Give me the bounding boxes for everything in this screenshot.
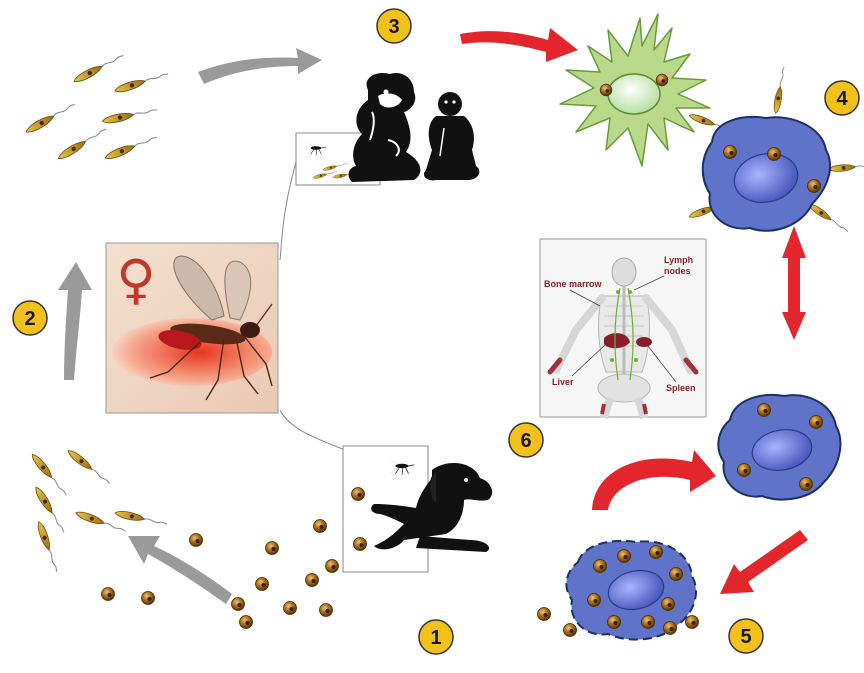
connector-line-lower: [280, 410, 345, 450]
stage-badge-6: 6: [509, 423, 543, 457]
red-arrow-diagonal: [720, 530, 808, 594]
macrophage-infected-middle: [718, 395, 840, 500]
stage-number-3: 3: [388, 16, 399, 38]
promastigote-group-top: [24, 52, 169, 162]
label-lymph-line1: Lymph: [664, 255, 693, 265]
red-arrow-curved: [592, 450, 716, 510]
label-bone-marrow: Bone marrow: [544, 279, 603, 289]
connector-line-upper: [280, 155, 298, 260]
sandfly-photo: ♀: [106, 243, 278, 413]
stage-badge-3: 3: [377, 9, 411, 43]
stage-badge-4: 4: [825, 81, 859, 115]
red-double-arrow: [782, 226, 806, 340]
label-lymph-line2: nodes: [664, 266, 691, 276]
label-spleen: Spleen: [666, 383, 696, 393]
stage-number-1: 1: [430, 627, 441, 649]
stage-badge-5: 5: [729, 619, 763, 653]
stage-badge-2: 2: [13, 301, 47, 335]
stage-badge-1: 1: [419, 620, 453, 654]
child-icon: [424, 92, 479, 180]
inset-bite-bottom: [343, 446, 492, 572]
stage-number-2: 2: [24, 308, 35, 330]
stage-number-4: 4: [836, 88, 848, 110]
stage-number-6: 6: [520, 430, 531, 452]
dog-icon: [349, 73, 421, 182]
stage-number-5: 5: [740, 626, 751, 648]
female-symbol: ♀: [116, 248, 156, 311]
amastigote-group-bottom: [102, 520, 339, 629]
label-liver: Liver: [552, 377, 574, 387]
red-arrow-top: [460, 28, 578, 62]
gray-arrow-top: [198, 48, 322, 84]
gray-arrow-left: [58, 262, 92, 380]
macrophage-bursting: [538, 541, 699, 640]
dendritic-cell: [560, 14, 710, 166]
human-body-icon: Bone marrow Lymph nodes Liver Spleen: [540, 239, 706, 418]
